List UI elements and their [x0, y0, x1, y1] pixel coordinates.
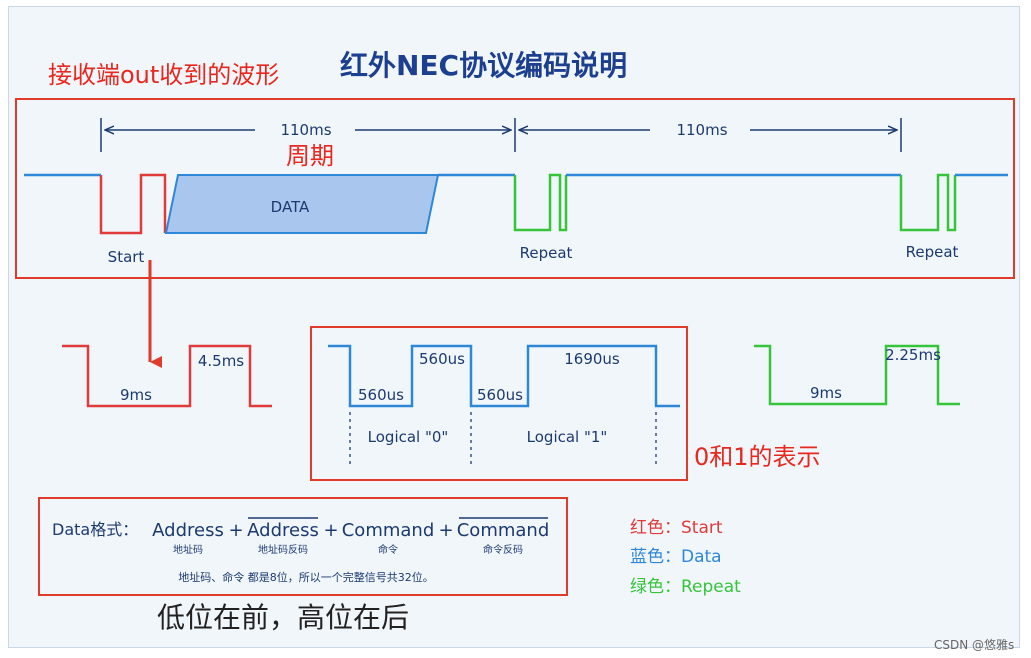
repeat-pulse-1: [513, 173, 568, 232]
repeat-pulse-2: [899, 173, 957, 232]
plus-2: +: [323, 520, 338, 541]
data-block: [164, 174, 440, 234]
bits-frame: [310, 326, 688, 481]
address-sub: 地址码: [173, 543, 203, 556]
bits-annotation: 0和1的表示: [694, 443, 821, 471]
waveform-annotation: 接收端out收到的波形: [48, 61, 280, 89]
repeat-high-label: 2.25ms: [885, 346, 941, 364]
waveform-frame: [15, 98, 1015, 279]
logical-1-label: Logical "1": [527, 428, 608, 446]
bit-order-note: 低位在前，高位在后: [157, 601, 410, 634]
legend-blue: 蓝色：Data: [630, 547, 722, 567]
bit-waveform: [328, 344, 680, 408]
diagram-title: 红外NEC协议编码说明: [340, 49, 628, 82]
start-detail-wave: [62, 344, 272, 408]
data-format-frame: [38, 497, 568, 596]
repeat-label-2: Repeat: [906, 243, 959, 261]
period-annotation: 周期: [286, 142, 334, 170]
period-label-2: 110ms: [676, 121, 727, 139]
command-sub: 命令: [378, 543, 398, 556]
repeat-detail-wave: [754, 344, 960, 406]
start-label: Start: [108, 248, 145, 266]
plus-1: +: [228, 520, 243, 541]
legend-red: 红色：Start: [630, 518, 723, 538]
start-high-label: 4.5ms: [198, 352, 244, 370]
repeat-label-1: Repeat: [520, 244, 573, 262]
bit1-high-label: 1690us: [564, 350, 620, 368]
start-low-label: 9ms: [120, 386, 152, 404]
legend-green: 绿色：Repeat: [630, 577, 741, 597]
bit0-high-label: 560us: [419, 350, 465, 368]
data-format-footnote: 地址码、命令 都是8位，所以一个完整信号共32位。: [178, 570, 434, 584]
logical-0-label: Logical "0": [368, 428, 449, 446]
address-inverse-sub: 地址码反码: [258, 543, 308, 556]
field-command: Command: [342, 520, 435, 541]
period-markers: [100, 118, 902, 152]
field-command-inverse: Command: [457, 520, 550, 541]
command-inverse-sub: 命令反码: [483, 543, 523, 556]
period-label-1: 110ms: [280, 121, 331, 139]
watermark: CSDN @悠雅s: [934, 638, 1015, 652]
data-label: DATA: [271, 198, 310, 216]
bit1-low-label: 560us: [477, 386, 523, 404]
data-format-prefix: Data格式：: [52, 520, 138, 539]
repeat-low-label: 9ms: [810, 384, 842, 402]
field-address: Address: [152, 520, 224, 541]
bit-separators: [349, 412, 657, 466]
start-pulse: [99, 173, 167, 235]
field-address-inverse: Address: [247, 520, 319, 541]
bit0-low-label: 560us: [358, 386, 404, 404]
plus-3: +: [438, 520, 453, 541]
